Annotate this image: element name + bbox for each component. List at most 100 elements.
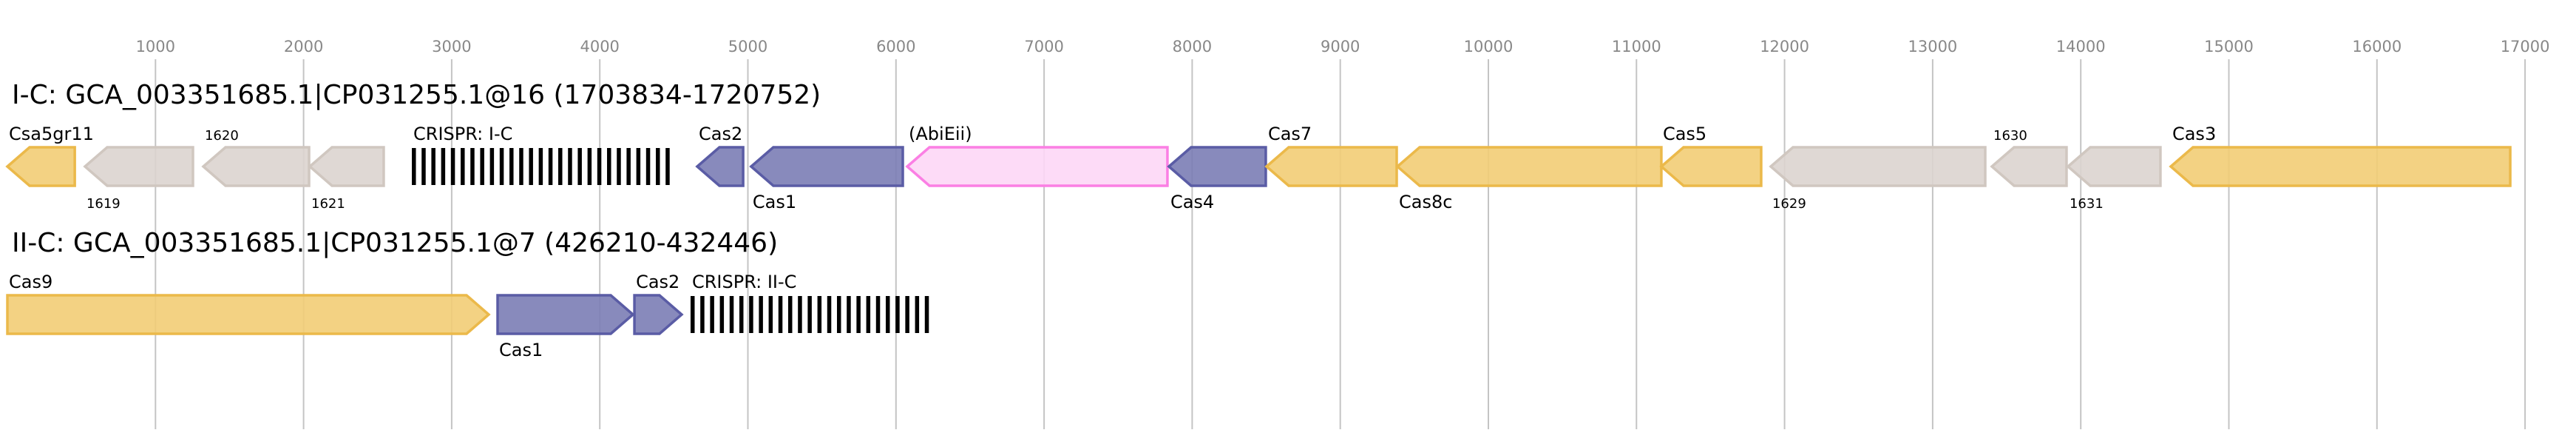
crispr-repeat [421,148,426,185]
crispr-repeat [509,148,514,185]
crispr-repeat [739,296,744,333]
crispr-repeat [519,148,523,185]
crispr-repeat [431,148,435,185]
axis-tick-label: 14000 [2056,38,2106,56]
gene-label: 1629 [1772,196,1806,212]
gene-arrow-cas2 [695,146,745,187]
crispr-repeat [798,296,802,333]
gene-label: Csa5gr11 [9,124,94,144]
crispr-repeat [656,148,660,185]
crispr-repeat [461,148,465,185]
crispr-repeat [538,148,543,185]
crispr-repeat [558,148,563,185]
gene-label: 1621 [311,196,345,212]
crispr-repeat [597,148,602,185]
gene-arrow-cas8c [1395,146,1663,187]
gene-arrow-cas1 [749,146,904,187]
crispr-repeat [587,148,592,185]
gene-label: 1620 [205,128,239,144]
crispr-repeat [499,148,504,185]
crispr-repeat [905,296,909,333]
gene-label: Cas1 [499,340,543,360]
crispr-repeat [577,148,582,185]
crispr-repeat [768,296,773,333]
crispr-repeat [749,296,753,333]
axis-tick-label: 9000 [1321,38,1360,56]
gene-arrow-1630 [1990,146,2068,187]
gene-arrow-1620 [201,146,311,187]
axis-tick-label: 10000 [1464,38,1514,56]
crispr-repeat [924,296,929,333]
axis-tick-label: 17000 [2501,38,2550,56]
crispr-repeat [607,148,611,185]
gene-arrow-cas9 [6,294,491,335]
axis-tick-label: 5000 [728,38,767,56]
axis-tick-label: 1000 [136,38,175,56]
gene-arrow-cas5 [1659,146,1763,187]
gene-label: Cas2 [636,272,679,292]
crispr-repeat [412,148,416,185]
gene-arrow-cas4 [1167,146,1267,187]
gene-label: Cas7 [1268,124,1312,144]
locus-track: II-C: GCA_003351685.1|CP031255.1@7 (4262… [6,228,929,360]
crispr-repeat [847,296,851,333]
gene-arrow-1629 [1769,146,1987,187]
gene-label: 1631 [2070,196,2104,212]
crispr-repeat [700,296,705,333]
crispr-repeat [665,148,670,185]
crispr-repeat [807,296,812,333]
axis-tick-label: 16000 [2352,38,2402,56]
crispr-repeat [470,148,475,185]
crispr-repeat [787,296,793,333]
axis-tick-label: 12000 [1760,38,1809,56]
crispr-repeat [636,148,641,185]
axis-tick-label: 15000 [2204,38,2254,56]
crispr-repeat [441,148,446,185]
gene-arrow-abieii [905,146,1169,187]
crispr-repeat [759,296,763,333]
crispr-array [412,148,670,185]
locus-title: I-C: GCA_003351685.1|CP031255.1@16 (1703… [12,80,821,110]
axis-tick-label: 2000 [284,38,323,56]
crispr-repeat [778,296,783,333]
gene-label: (AbiEii) [909,124,972,144]
crispr-repeat [568,148,572,185]
crispr-repeat [719,296,725,333]
gene-label: 1619 [87,196,121,212]
gene-arrow-cas1 [496,294,635,335]
axis-tick-label: 13000 [1908,38,1957,56]
gene-arrow-csa5gr11 [5,146,76,187]
crispr-repeat [827,296,832,333]
crispr-repeat [480,148,484,185]
crispr-repeat [856,296,861,333]
crispr-repeat [529,148,533,185]
gene-arrow-1631 [2066,146,2162,187]
gene-arrow-cas7 [1264,146,1398,187]
axis-tick-label: 6000 [876,38,915,56]
crispr-repeat [817,296,822,333]
locus-track: I-C: GCA_003351685.1|CP031255.1@16 (1703… [5,80,2512,212]
gene-arrow-cas3 [2169,146,2512,187]
crispr-repeat [450,148,455,185]
gene-label: Cas1 [753,192,796,212]
gene-label: Cas8c [1399,192,1452,212]
gene-arrow-cas2 [633,294,684,335]
crispr-repeat [729,296,734,333]
gene-label: Cas9 [9,272,52,292]
gene-label: Cas4 [1170,192,1214,212]
axis-tick-label: 11000 [1612,38,1661,56]
gene-label: Cas5 [1663,124,1706,144]
gene-arrow-1619 [83,146,194,187]
gene-label: CRISPR: I-C [413,124,512,144]
crispr-repeat [690,296,695,333]
crispr-repeat [836,296,841,333]
crispr-repeat [626,148,631,185]
axis-tick-label: 3000 [432,38,471,56]
axis-tick-label: 8000 [1173,38,1212,56]
crispr-repeat [489,148,495,185]
gene-label: Cas2 [699,124,742,144]
crispr-repeat [548,148,553,185]
crispr-repeat [645,148,651,185]
gene-label: Cas3 [2172,124,2216,144]
